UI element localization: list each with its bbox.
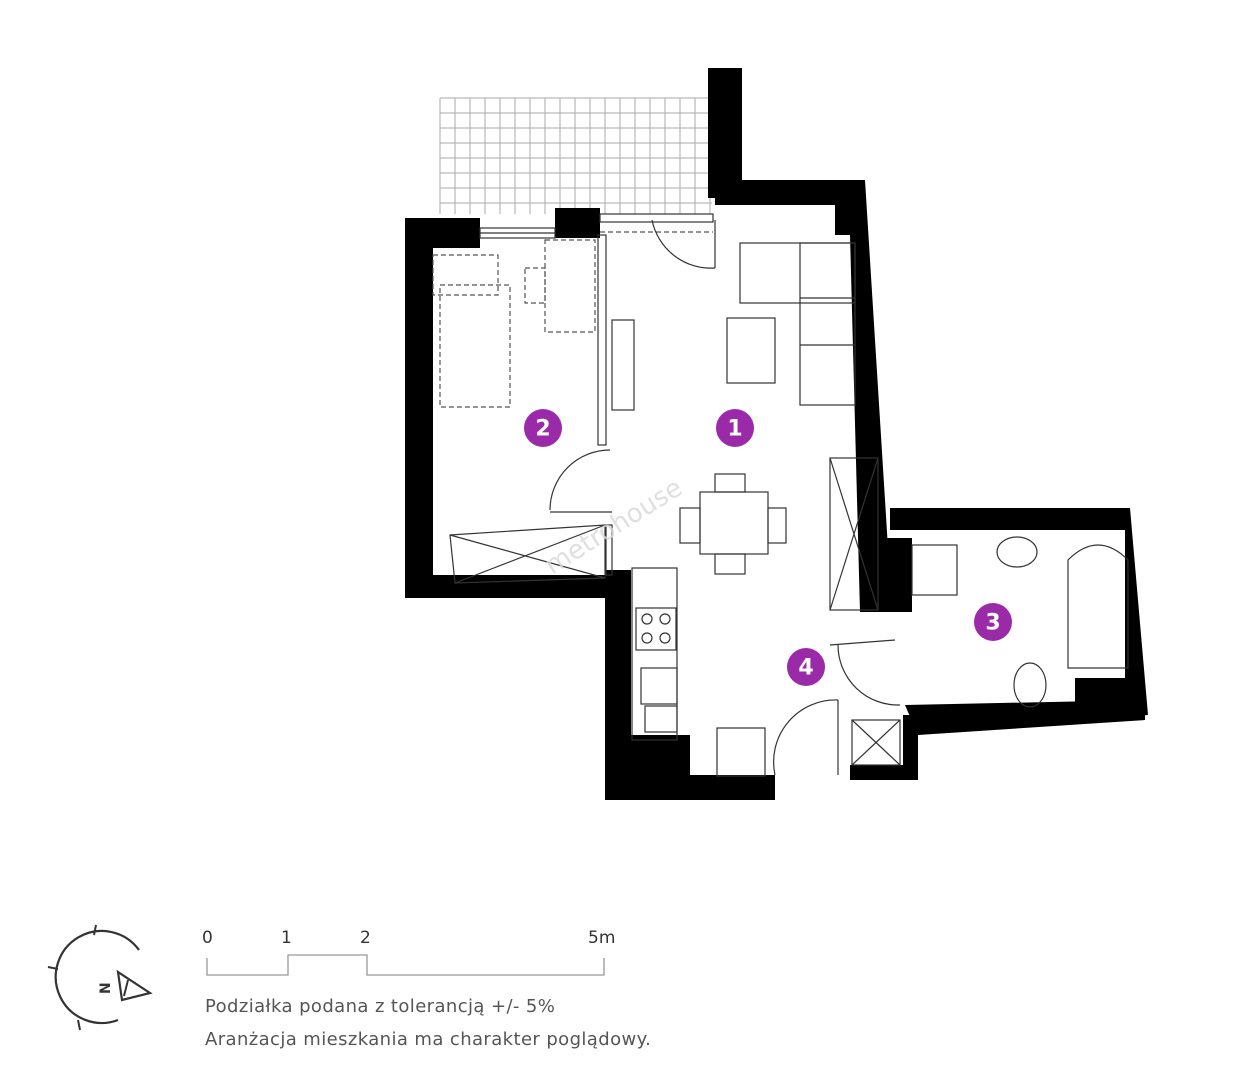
room-marker-4: 4 (787, 648, 825, 686)
compass-icon: N (47, 924, 153, 1031)
svg-text:1: 1 (727, 417, 742, 442)
room-marker-2: 2 (524, 409, 562, 447)
furniture (432, 239, 1129, 777)
svg-text:1: 1 (281, 928, 292, 948)
scale-bar: 0 1 2 5m (202, 928, 615, 976)
svg-text:0: 0 (202, 928, 213, 948)
watermark: metrohouse (540, 473, 688, 581)
tolerance-note: Podziałka podana z tolerancją +/- 5% (205, 996, 555, 1017)
svg-text:2: 2 (535, 417, 550, 442)
svg-text:2: 2 (360, 928, 371, 948)
windows (479, 213, 714, 239)
balcony (439, 97, 712, 214)
svg-text:5m: 5m (588, 928, 615, 948)
walls (405, 68, 1148, 800)
room-marker-3: 3 (974, 603, 1012, 641)
room-marker-1: 1 (716, 409, 754, 447)
doors (549, 219, 901, 776)
svg-text:N: N (98, 982, 114, 994)
svg-text:3: 3 (985, 611, 1000, 636)
arrangement-note: Aranżacja mieszkania ma charakter pogląd… (205, 1029, 651, 1050)
svg-text:4: 4 (798, 656, 813, 681)
